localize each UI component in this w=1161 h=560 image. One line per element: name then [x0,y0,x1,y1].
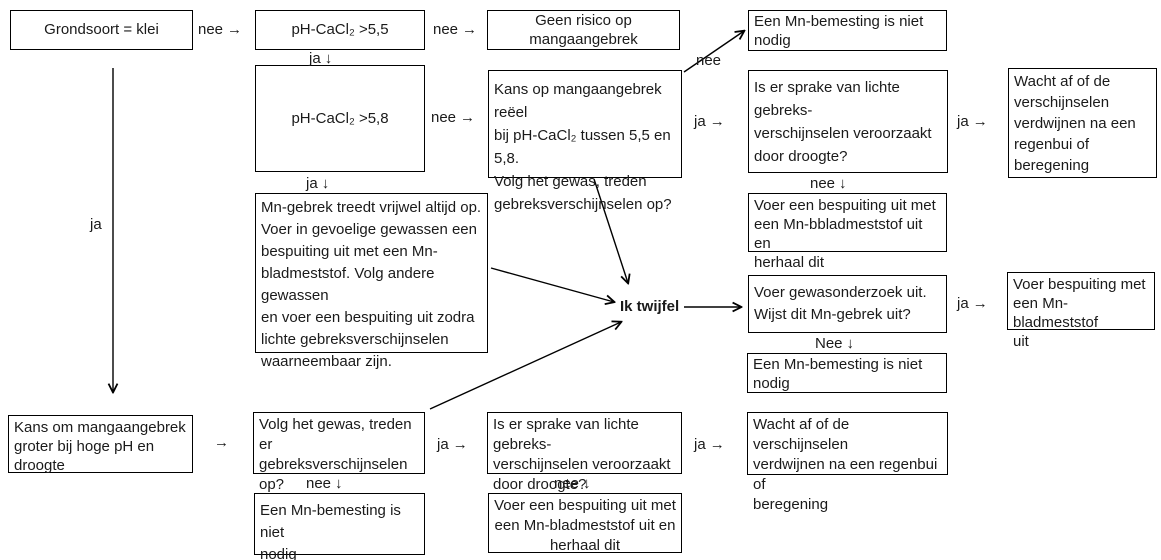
node-kans-mangaangebrek-reeel: Kans op mangaangebrek reëel bij pH-CaCl₂… [488,70,682,213]
edge-label-nee-6: nee↓ [306,476,343,492]
arrow-right-icon: → [972,113,988,130]
label-text: nee [810,175,836,192]
edge-label-ja-5: ja→ [957,296,988,312]
node-ph-cacl2-5-8: pH-CaCl₂ >5,8 [255,65,425,172]
edge-label-ja-6: ja→ [437,437,468,453]
label-text: Nee [815,335,843,352]
node-bespuiting-mn-bladmeststof-rechts: Voer bespuiting met een Mn-bladmeststof … [1007,272,1155,350]
node-bespuiting-herhaal-mid: Voer een bespuiting uit met een Mn-bblad… [748,193,947,271]
edge-label-ja-4: ja→ [957,114,988,130]
edge-label-nee-1: nee→ [198,22,242,38]
edge-label-nee-5: Nee↓ [815,336,854,352]
label-text: ja [957,113,969,130]
edge-label-ja-line: ja [90,217,102,233]
node-lichte-gebreksverschijnselen-droogte-top: Is er sprake van lichte gebreks- verschi… [748,70,948,173]
edge-label-nee-3: nee→ [431,110,475,126]
label-text: nee [306,475,332,492]
arrow-right-icon: → [452,436,468,453]
label-text: nee [431,109,457,126]
connector-mngebrek-to-twijfel [490,267,614,302]
arrow-down-icon: ↓ [335,475,343,492]
node-kans-mangaangebrek-groter: Kans om mangaangebrek groter bij hoge pH… [8,415,193,474]
edge-label-ja-3: ja→ [694,114,725,130]
label-text: ja [90,216,102,233]
node-geen-risico: Geen risico op mangaangebrek [487,10,680,50]
label-text: ja [309,50,321,67]
arrow-right-icon: → [972,295,988,312]
node-volg-het-gewas: Volg het gewas, treden er gebreksverschi… [253,412,425,493]
node-mn-bemesting-niet-nodig-top: Een Mn-bemesting is niet nodig [748,10,947,51]
edge-label-nee-diagonal: nee [696,53,721,69]
label-text: ja [437,436,449,453]
arrow-right-icon: → [462,21,478,38]
arrow-right-icon: → [709,113,725,130]
label-text: ja [694,436,706,453]
arrow-down-icon: ↓ [321,175,330,192]
node-wacht-af-top: Wacht af of de verschijnselen verdwijnen… [1008,68,1157,178]
node-wacht-af-bottom: Wacht af of de verschijnselen verdwijnen… [747,412,948,513]
arrow-right-icon: → [214,434,229,451]
edge-label-nee-4: nee↓ [810,176,847,192]
arrow-down-icon: ↓ [846,335,855,352]
arrow-right-icon: → [460,109,476,126]
node-mn-bemesting-niet-nodig-bottom: Een Mn-bemesting is niet nodig [254,493,425,560]
edge-label-ja-2: ja↓ [306,176,329,192]
node-ph-cacl2-5-5: pH-CaCl₂ >5,5 [255,10,425,50]
node-grondsoort-klei: Grondsoort = klei [10,10,193,50]
label-text: nee [198,21,224,38]
label-text: ja [306,175,318,192]
arrow-down-icon: ↓ [583,475,591,492]
edge-label-arrow-only: → [210,435,229,451]
node-mn-gebrek-treedt-altijd: Mn-gebrek treedt vrijwel altijd op. Voer… [255,193,488,370]
label-text: nee [554,475,580,492]
node-lichte-gebreksverschijnselen-droogte-bottom: Is er sprake van lichte gebreks- verschi… [487,412,682,493]
edge-label-nee-2: nee→ [433,22,477,38]
node-mn-bemesting-niet-nodig-mid: Een Mn-bemesting is niet nodig [747,353,947,393]
arrow-right-icon: → [227,21,243,38]
label-text: nee [696,52,722,69]
label-text: ja [957,295,969,312]
edge-label-nee-7: nee↓ [554,476,591,492]
arrow-right-icon: → [709,436,725,453]
arrow-down-icon: ↓ [839,175,847,192]
label-text: nee [433,21,459,38]
edge-label-ja-1: ja↓ [309,51,332,67]
node-bespuiting-herhaal-bottom: Voer een bespuiting uit met een Mn-bladm… [488,493,682,554]
arrow-down-icon: ↓ [324,50,333,67]
label-text: ja [694,113,706,130]
node-voer-gewasonderzoek: Voer gewasonderzoek uit. Wijst dit Mn-ge… [748,275,947,333]
text-ik-twijfel: Ik twijfel [620,298,680,315]
edge-label-ja-7: ja→ [694,437,725,453]
